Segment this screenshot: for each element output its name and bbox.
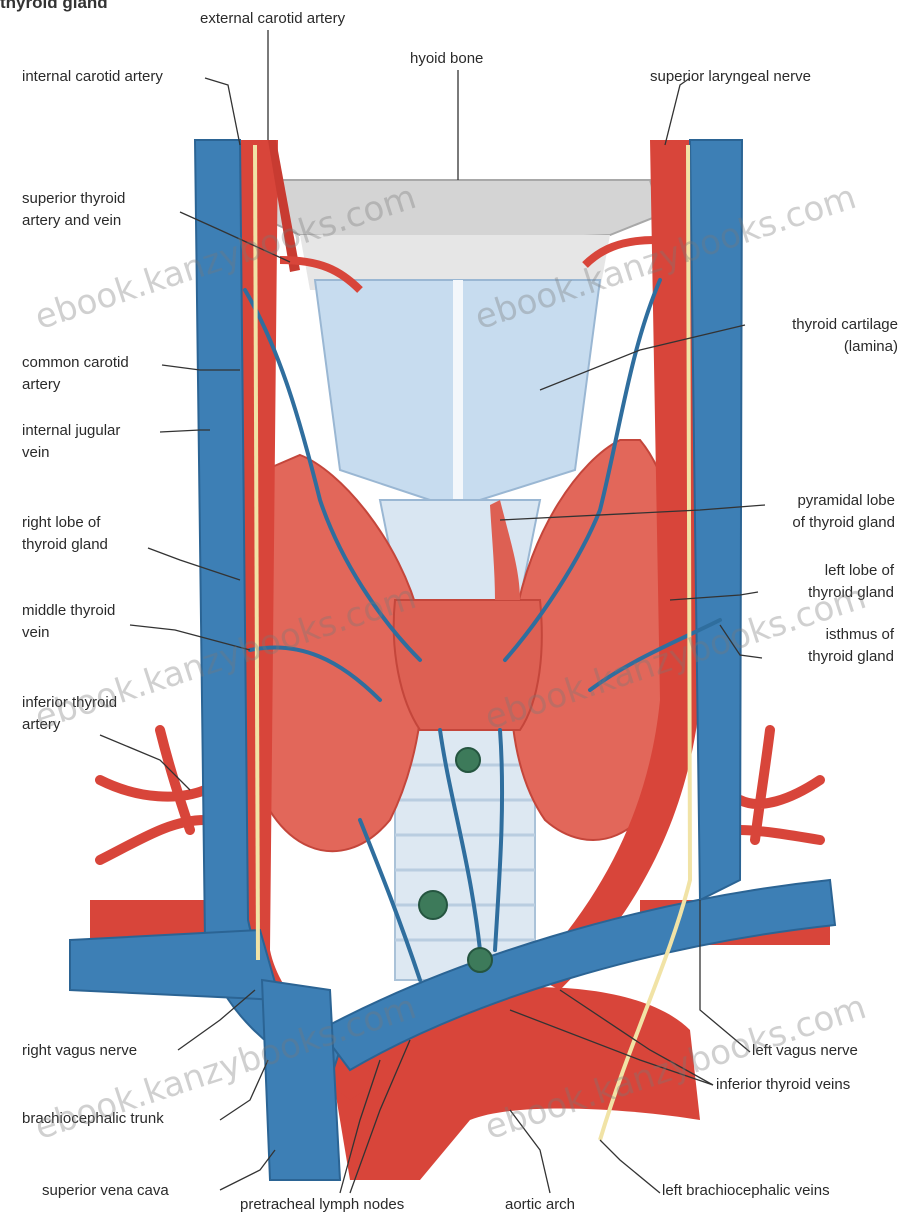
label-text: inferior thyroid veins [716,1074,850,1096]
label-text-line1: isthmus of [760,624,894,646]
label-hyoid-bone: hyoid bone [410,48,483,70]
label-superior-vena-cava: superior vena cava [42,1180,169,1202]
label-text-line2: artery and vein [22,210,125,232]
label-text: hyoid bone [410,48,483,70]
label-inferior-thyroid-artery: inferior thyroid artery [22,692,117,736]
label-left-vagus-nerve: left vagus nerve [752,1040,858,1062]
hyoid-bone [255,180,660,240]
label-isthmus-of-thyroid-gland: isthmus of thyroid gland [760,624,894,668]
label-thyroid-cartilage: thyroid cartilage (lamina) [750,314,898,358]
pretracheal-lymph-node [456,748,480,772]
label-inferior-thyroid-veins: inferior thyroid veins [716,1074,850,1096]
label-text-line2: of thyroid gland [740,512,895,534]
label-pretracheal-lymph-nodes: pretracheal lymph nodes [240,1194,404,1216]
label-common-carotid-artery: common carotid artery [22,352,129,396]
label-internal-carotid-artery: internal carotid artery [22,66,163,88]
label-text-line1: pyramidal lobe [740,490,895,512]
label-text: external carotid artery [200,8,345,30]
label-external-carotid-artery: external carotid artery [200,8,345,30]
label-text: left brachiocephalic veins [662,1180,830,1202]
superior-vena-cava [262,980,340,1180]
label-superior-thyroid-artery-and-vein: superior thyroid artery and vein [22,188,125,232]
isthmus-of-thyroid-gland [394,600,542,730]
label-text: left vagus nerve [752,1040,858,1062]
label-right-lobe-of-thyroid-gland: right lobe of thyroid gland [22,512,108,556]
label-text: brachiocephalic trunk [22,1108,164,1130]
label-left-lobe-of-thyroid-gland: left lobe of thyroid gland [760,560,894,604]
label-text-line1: superior thyroid [22,188,125,210]
pretracheal-lymph-node [419,891,447,919]
label-superior-laryngeal-nerve: superior laryngeal nerve [650,66,811,88]
label-text: superior vena cava [42,1180,169,1202]
label-text-line2: artery [22,714,117,736]
label-text-line1: left lobe of [760,560,894,582]
label-text-line1: common carotid [22,352,129,374]
inferior-thyroid-artery-branches-left [740,730,820,840]
label-text: right vagus nerve [22,1040,137,1062]
label-brachiocephalic-trunk: brachiocephalic trunk [22,1108,164,1130]
label-text-line1: middle thyroid [22,600,115,622]
inferior-thyroid-artery-branches-right [100,730,205,860]
label-left-brachiocephalic-veins: left brachiocephalic veins [662,1180,830,1202]
left-internal-jugular-vein [690,140,742,900]
label-text: aortic arch [505,1194,575,1216]
label-text-line2: vein [22,442,120,464]
label-right-vagus-nerve: right vagus nerve [22,1040,137,1062]
label-text: pretracheal lymph nodes [240,1194,404,1216]
label-text: superior laryngeal nerve [650,66,811,88]
label-text-line2: vein [22,622,115,644]
label-text-line1: right lobe of [22,512,108,534]
label-text-line1: internal jugular [22,420,120,442]
label-text: internal carotid artery [22,66,163,88]
label-text-line2: artery [22,374,129,396]
label-text-line1: inferior thyroid [22,692,117,714]
right-brachiocephalic-vein [70,930,280,1000]
label-pyramidal-lobe: pyramidal lobe of thyroid gland [740,490,895,534]
label-middle-thyroid-vein: middle thyroid vein [22,600,115,644]
label-aortic-arch: aortic arch [505,1194,575,1216]
label-internal-jugular-vein: internal jugular vein [22,420,120,464]
label-text-line2: thyroid gland [760,582,894,604]
label-text-line2: thyroid gland [760,646,894,668]
label-text-line2: (lamina) [750,336,898,358]
label-text-line2: thyroid gland [22,534,108,556]
pretracheal-lymph-node [468,948,492,972]
label-text-line1: thyroid cartilage [750,314,898,336]
